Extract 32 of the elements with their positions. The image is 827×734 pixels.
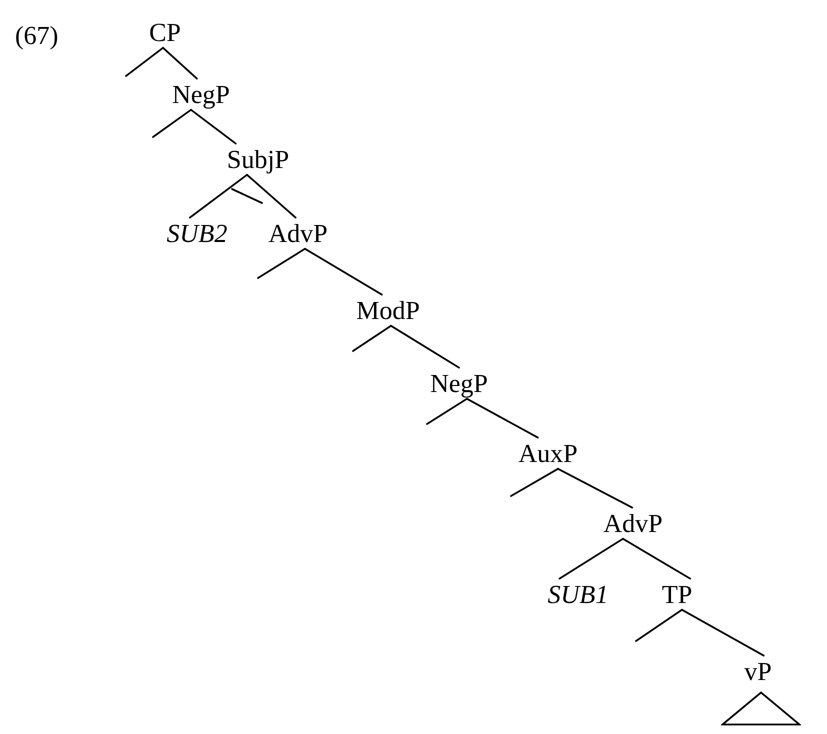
- triangle-symbol: [721, 691, 801, 726]
- branch-line: [426, 398, 468, 425]
- node-label: NegP: [172, 78, 230, 110]
- branch-line: [304, 248, 383, 296]
- node-label: ModP: [356, 294, 420, 326]
- branch-line: [635, 608, 683, 642]
- branch-line: [622, 538, 692, 580]
- node-label: vP: [744, 656, 772, 687]
- node-label: AdvP: [603, 508, 663, 539]
- branch-line: [510, 468, 559, 497]
- branch-line: [681, 608, 765, 656]
- node-label: AdvP: [268, 218, 328, 249]
- node-label: SUB2: [166, 218, 228, 249]
- branch-line: [466, 398, 539, 438]
- branch-line: [152, 108, 192, 138]
- branch-line: [162, 46, 198, 80]
- example-number: (67): [15, 20, 58, 51]
- branch-line: [190, 108, 237, 144]
- node-label: SUB1: [548, 578, 608, 610]
- node-label: NegP: [430, 368, 488, 399]
- node-label: CP: [149, 16, 181, 48]
- branch-line: [352, 324, 392, 352]
- node-label: TP: [662, 578, 692, 610]
- branch-line: [257, 248, 306, 279]
- branch-line: [125, 46, 164, 77]
- node-label: SubjP: [226, 144, 290, 175]
- branch-line: [557, 468, 634, 508]
- branch-line: [246, 174, 296, 218]
- node-label: AuxP: [518, 438, 578, 469]
- branch-line: [558, 538, 624, 580]
- branch-line: [390, 324, 460, 368]
- branch-line: [188, 174, 248, 218]
